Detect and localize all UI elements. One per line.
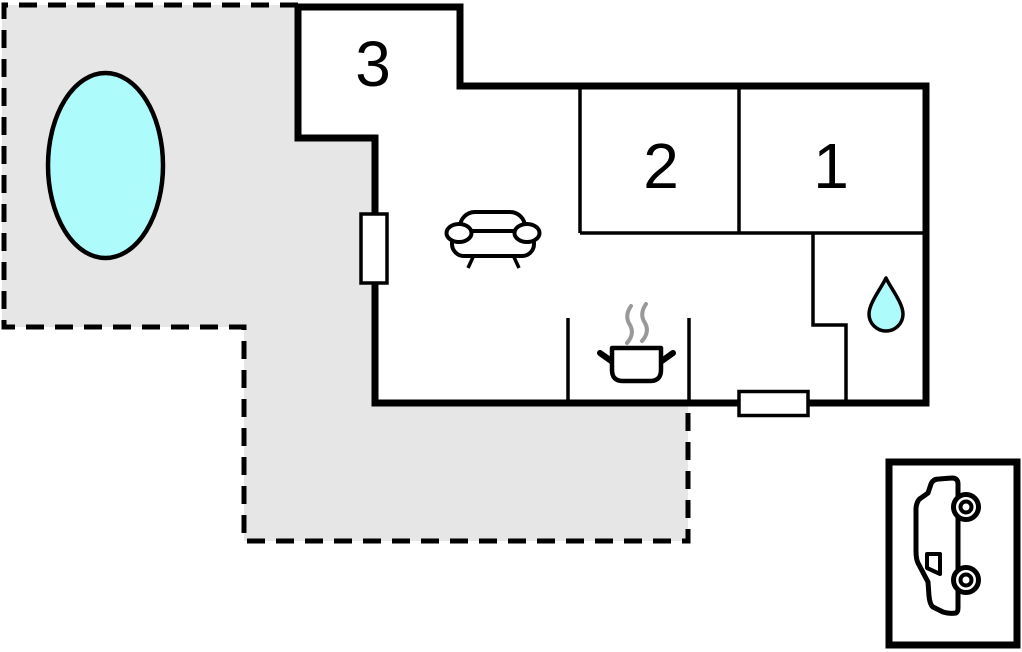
water-drop-icon — [867, 276, 905, 333]
wall-bathroom — [811, 233, 848, 403]
room-label-1: 1 — [813, 130, 849, 202]
pool-icon — [45, 70, 166, 261]
window-west — [359, 212, 389, 285]
sofa-icon — [444, 210, 542, 269]
cooking-pot-icon — [597, 302, 676, 384]
room-label-2: 2 — [643, 130, 679, 202]
steam-icon — [625, 302, 649, 345]
interior-walls — [566, 86, 926, 403]
car-icon — [913, 475, 981, 616]
window-south — [737, 389, 810, 418]
terrace-dashed-outline — [1, 2, 691, 544]
room-label-3: 3 — [355, 28, 391, 100]
terrace-area — [2, 5, 688, 541]
building-outline — [294, 3, 930, 407]
